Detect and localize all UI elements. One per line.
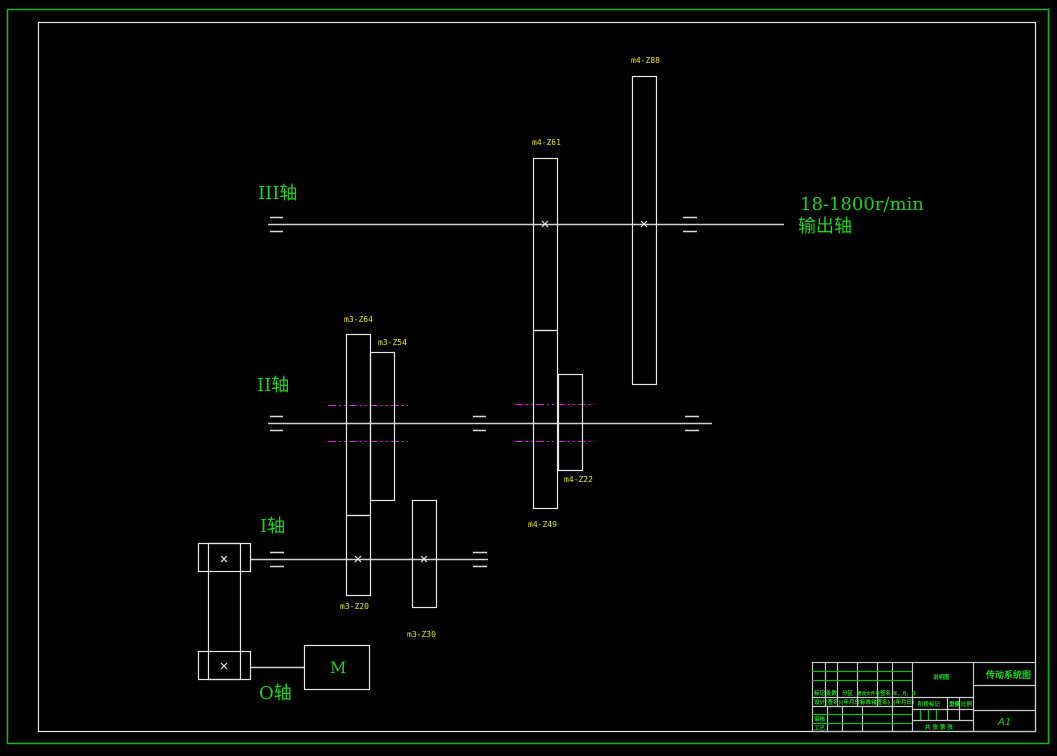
tb-sheet-size: A1 [997,717,1011,728]
tb-process-label: 工艺 [814,724,826,732]
gear-z49-label: m4-Z49 [528,520,557,529]
gear-z88-label: m4-Z88 [631,56,660,65]
motor-label: M [330,658,346,677]
gear-z88: m4-Z88 [631,56,660,386]
gear-z61: m4-Z61 [532,138,561,332]
tb-header-count: 处数 [825,689,838,697]
gear-z64-label: m3-Z64 [344,315,373,324]
pulley-lower-fixed-mark-icon [220,662,228,670]
gear-z22-label: m4-Z22 [564,475,593,484]
gear-z64-body [345,333,372,517]
gear-z30-body [411,499,438,609]
gear-z54-label: m3-Z54 [378,338,407,347]
tb-header-sign: 签名 [879,689,891,697]
tb-title: 传动系统图 [985,669,1031,681]
gear-z30: m3-Z30 [407,499,438,639]
shaft-0-label: O轴 [259,683,292,704]
shaft-3-label: III轴 [258,183,297,204]
tb-header-mark: 标记 [813,689,826,697]
inner-border [37,21,1037,733]
belt-drive: O轴 [197,542,305,704]
tb-scale-label: 比例 [961,700,973,708]
gear-z22-body [557,373,584,472]
gear-z54-body [369,351,396,502]
shaft-2-label: II轴 [257,375,289,396]
gear-z61-fixed-mark-icon [541,220,549,228]
tb-review-label: 审核 [814,715,826,723]
tb-header-change-doc: 更改文件号 [857,690,880,697]
gear-z20-body [345,514,372,597]
tb-drawing-name: 说明图 [933,673,950,681]
gear-z61-label: m4-Z61 [532,138,561,147]
shaft-3: III轴 [258,183,784,233]
gear-z20: m3-Z20 [340,514,372,611]
output-shaft-label: 输出轴 [798,216,852,237]
motor-box [303,644,371,691]
gear-z22: m4-Z22 [557,373,593,484]
tb-design-sign: (签名) [825,698,842,706]
belt [207,542,242,681]
motor: M [303,644,371,691]
gear-z88-fixed-mark-icon [640,220,648,228]
title-block: 标记 处数 分区 更改文件号 签名 年、月、日 设计 (签名) (年月日) 标准… [811,661,1037,733]
tb-stage-label: 阶段标记 [918,700,941,708]
gear-z88-body [631,75,658,386]
output-speed-range: 18-1800r/min [800,194,924,215]
gear-z30-fixed-mark-icon [420,555,428,563]
gear-z64: m3-Z64 [344,315,373,517]
pulley-upper-fixed-mark-icon [220,555,228,563]
pulley-lower [197,650,252,681]
gear-z20-fixed-mark-icon [354,555,362,563]
gear-z20-label: m3-Z20 [340,602,369,611]
outer-border [6,8,1050,745]
gear-z61-body [532,157,559,332]
pulley-upper [197,542,252,573]
tb-standard-label: 标准化 [859,698,877,706]
tb-standard-date: (年月日) [893,698,915,706]
tb-weight-label: 重量 [949,700,961,708]
tb-sheets: 共 张 第 张 [925,723,953,731]
gear-z30-label: m3-Z30 [407,630,436,639]
gear-z49-body [532,329,559,510]
tb-design-label: 设计 [814,698,826,706]
tb-standard-sign: (签名) [874,698,891,706]
tb-design-date: (年月日) [841,698,863,706]
gear-z49: m4-Z49 [528,329,559,529]
shaft-1: I轴 [251,516,488,568]
tb-header-date: 年、月、日 [893,690,916,697]
tb-header-zone: 分区 [842,689,854,697]
gear-z54: m3-Z54 [369,338,407,502]
shaft-1-label: I轴 [260,516,285,537]
